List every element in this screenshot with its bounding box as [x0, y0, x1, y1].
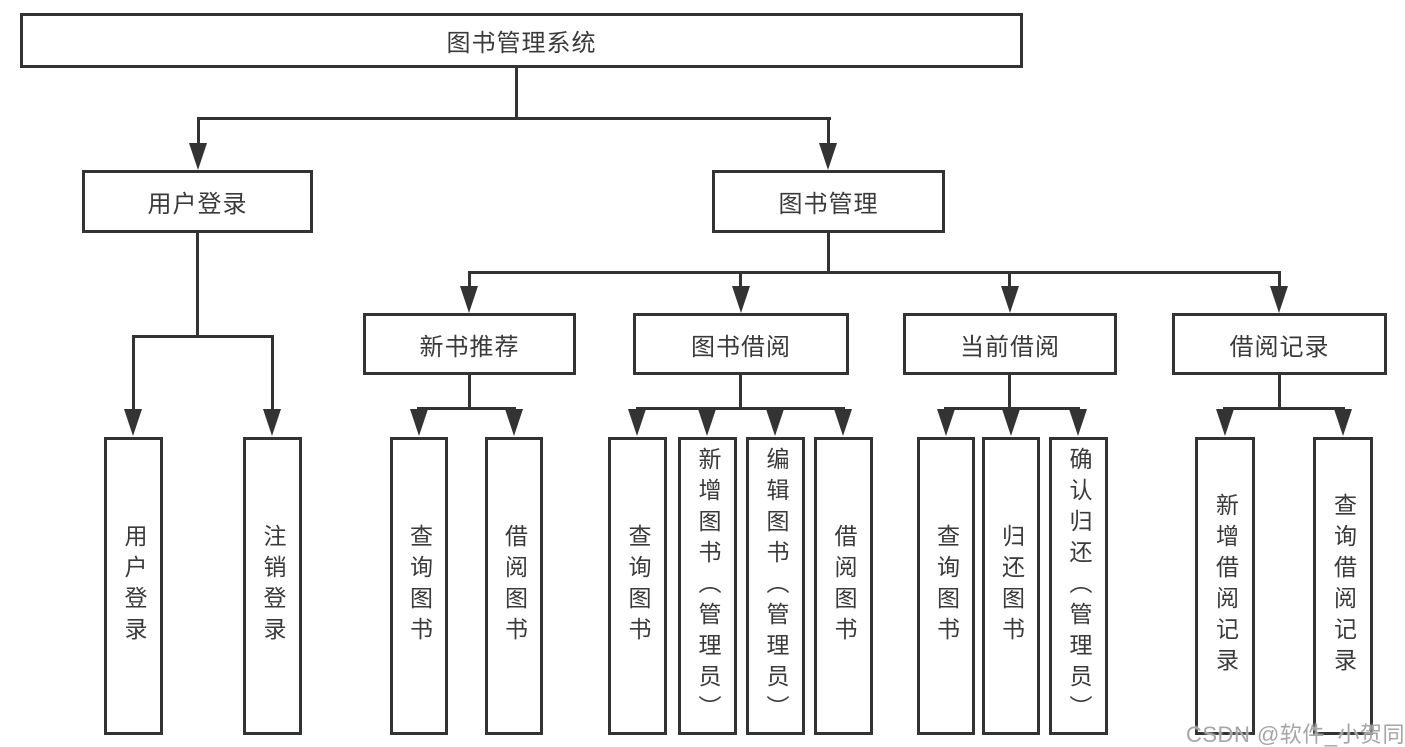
edge-n2-bar	[636, 407, 845, 410]
leaf-confirm-return-admin-label: 确认归还（管理员）	[1066, 446, 1092, 726]
edge-n1-stem	[468, 271, 471, 289]
leaf-query-books-borrowing: 查询图书	[608, 437, 667, 735]
leaf-user-login: 用户登录	[104, 437, 163, 735]
arrowhead-user-login	[189, 143, 207, 170]
edge-book-mgmt-down	[827, 233, 830, 273]
leaf-add-borrow-record: 新增借阅记录	[1195, 437, 1255, 735]
node-book-management: 图书管理	[712, 170, 945, 233]
leaf-query-books-recommend: 查询图书	[390, 437, 448, 735]
edge-n4-stem	[1278, 271, 1281, 289]
leaf-query-books-recommend-label: 查询图书	[406, 524, 433, 648]
leaf-query-books-borrowing-label: 查询图书	[625, 524, 651, 648]
arrowhead-leaf7	[766, 409, 784, 436]
node-borrowing-records: 借阅记录	[1172, 313, 1387, 375]
edge-n2-stem	[739, 271, 742, 289]
leaf-logout: 注销登录	[243, 437, 302, 735]
edge-book-mgmt-stem	[827, 117, 830, 145]
arrowhead-leaf8	[834, 409, 852, 436]
edge-n2-down	[739, 375, 742, 409]
arrowhead-leaf6	[698, 409, 716, 436]
arrowhead-leaf11	[1069, 409, 1087, 436]
edge-user-login-down	[196, 233, 199, 337]
leaf-borrow-books-recommend-label: 借阅图书	[501, 524, 528, 648]
edge-n4-bar	[1223, 407, 1345, 410]
leaf-borrow-books-recommend: 借阅图书	[485, 437, 543, 735]
edge-n3-bar	[944, 407, 1080, 410]
arrowhead-leaf4	[505, 409, 523, 436]
leaf-add-borrow-record-label: 新增借阅记录	[1212, 493, 1239, 679]
node-library-system-label: 图书管理系统	[446, 30, 597, 57]
edge-level3-bar	[468, 271, 1281, 274]
edge-n3-stem	[1008, 271, 1011, 289]
leaf-edit-books-admin-label: 编辑图书（管理员）	[763, 446, 789, 726]
edge-user-login-stem	[197, 117, 200, 145]
arrowhead-leaf2	[263, 409, 281, 436]
node-new-book-recommend: 新书推荐	[363, 313, 576, 375]
node-new-book-recommend-label: 新书推荐	[419, 333, 520, 361]
edge-user-login-bar	[132, 335, 274, 338]
leaf-return-books: 归还图书	[982, 437, 1040, 735]
leaf-user-login-label: 用户登录	[121, 524, 147, 648]
leaf-logout-label: 注销登录	[260, 524, 286, 648]
edge-n1-down	[468, 375, 471, 409]
watermark: CSDN @软件_小贺同学	[1186, 722, 1405, 747]
arrowhead-n3	[1001, 286, 1019, 313]
leaf-query-borrow-record: 查询借阅记录	[1313, 437, 1373, 735]
leaf-add-books-admin-label: 新增图书（管理员）	[695, 446, 721, 726]
edge-leaf1-stem	[132, 335, 135, 413]
arrowhead-leaf10	[1002, 409, 1020, 436]
node-user-login-label: 用户登录	[147, 191, 248, 218]
leaf-edit-books-admin: 编辑图书（管理员）	[746, 437, 805, 735]
edge-n4-down	[1278, 375, 1281, 409]
node-user-login: 用户登录	[82, 170, 313, 233]
arrowhead-leaf1	[124, 409, 142, 436]
node-library-system: 图书管理系统	[20, 13, 1023, 68]
node-book-management-label: 图书管理	[778, 191, 879, 218]
arrowhead-leaf12	[1216, 409, 1234, 436]
leaf-confirm-return-admin: 确认归还（管理员）	[1049, 437, 1108, 735]
arrowhead-leaf13	[1334, 409, 1352, 436]
leaf-query-borrow-record-label: 查询借阅记录	[1330, 493, 1357, 679]
leaf-query-books-current-label: 查询图书	[933, 524, 960, 648]
node-current-borrowing: 当前借阅	[903, 313, 1117, 375]
edge-leaf2-stem	[271, 335, 274, 413]
edge-root-stub	[515, 68, 518, 120]
arrowhead-n1	[460, 286, 478, 313]
arrowhead-n4	[1270, 286, 1288, 313]
leaf-borrow-books-borrowing-label: 借阅图书	[831, 524, 857, 648]
leaf-return-books-label: 归还图书	[998, 524, 1025, 648]
node-book-borrowing-label: 图书借阅	[691, 333, 791, 361]
arrowhead-leaf9	[937, 409, 955, 436]
edge-n1-bar	[417, 407, 516, 410]
edge-n3-down	[1008, 375, 1011, 409]
arrowhead-leaf3	[410, 409, 428, 436]
edge-level2-bar	[197, 117, 831, 120]
arrowhead-n2	[732, 286, 750, 313]
arrowhead-book-mgmt	[819, 143, 837, 170]
leaf-add-books-admin: 新增图书（管理员）	[678, 437, 737, 735]
node-current-borrowing-label: 当前借阅	[960, 333, 1060, 361]
arrowhead-leaf5	[628, 409, 646, 436]
node-borrowing-records-label: 借阅记录	[1229, 333, 1330, 361]
leaf-query-books-current: 查询图书	[917, 437, 975, 735]
leaf-borrow-books-borrowing: 借阅图书	[814, 437, 873, 735]
node-book-borrowing: 图书借阅	[633, 313, 849, 375]
